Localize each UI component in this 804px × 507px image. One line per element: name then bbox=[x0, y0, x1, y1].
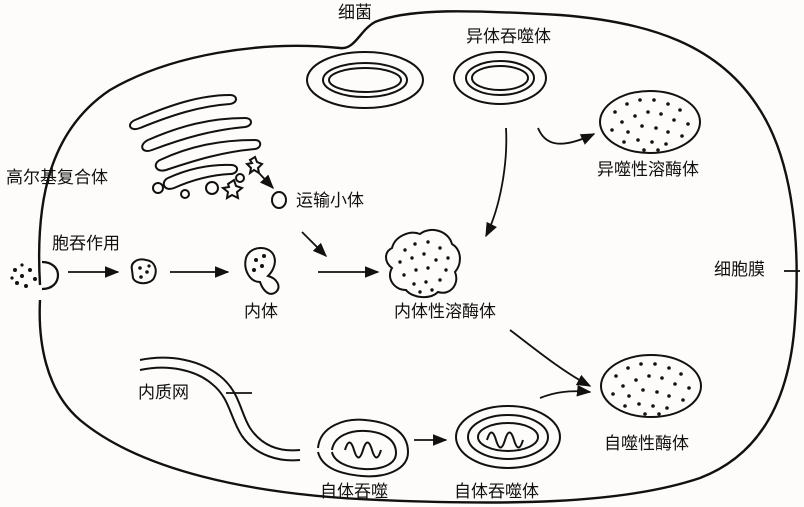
label-autophagosome: 自体吞噬体 bbox=[454, 484, 539, 501]
label-er: 内质网 bbox=[138, 385, 189, 402]
heterophagosome-shape bbox=[454, 52, 546, 104]
heterophagic-lysosome-shape bbox=[600, 91, 700, 153]
label-endolysosome: 内体性溶酶体 bbox=[394, 304, 496, 321]
arrow-golgi-to-transport bbox=[258, 172, 273, 188]
label-endocytosis: 胞吞作用 bbox=[52, 236, 120, 253]
cell-membrane-outline bbox=[39, 11, 797, 502]
label-endosome: 内体 bbox=[244, 304, 278, 321]
autophagosome-shape bbox=[456, 406, 560, 468]
endosome-shape bbox=[245, 248, 278, 294]
transport-vesicle-shape bbox=[272, 192, 286, 208]
endocytic-vesicle-shape bbox=[132, 259, 156, 283]
autophagy-forming-shape bbox=[318, 420, 408, 477]
endocytosis-pit bbox=[42, 262, 58, 289]
arrow-transport-to-endolysosome bbox=[302, 232, 326, 256]
label-transport-vesicle: 运输小体 bbox=[296, 193, 364, 210]
label-heterophagosome: 异体吞噬体 bbox=[466, 29, 551, 46]
arrow-heterophagosome-to-lysosome bbox=[538, 128, 594, 144]
label-golgi: 高尔基复合体 bbox=[6, 170, 108, 187]
arrow-autophagosome-to-lysosome bbox=[540, 391, 590, 398]
label-autophagy: 自体吞噬 bbox=[320, 484, 388, 501]
label-bacterium: 细菌 bbox=[338, 5, 372, 22]
arrow-endolysosome-to-autophagic-lysosome bbox=[510, 330, 590, 386]
endocytosis-particles bbox=[10, 263, 37, 288]
label-autophagic-lysosome: 自噬性酶体 bbox=[604, 436, 689, 453]
label-cell-membrane: 细胞膜 bbox=[714, 262, 765, 279]
er-shape bbox=[140, 358, 300, 461]
autophagic-lysosome-shape bbox=[601, 355, 701, 417]
endolysosome-shape bbox=[386, 230, 460, 297]
bacterium-phagosome bbox=[307, 52, 423, 108]
golgi-complex-shape bbox=[130, 95, 262, 198]
label-heterophagic-lysosome: 异噬性溶酶体 bbox=[597, 162, 699, 179]
arrow-endolysosome-to-heterophagosome bbox=[486, 128, 506, 236]
